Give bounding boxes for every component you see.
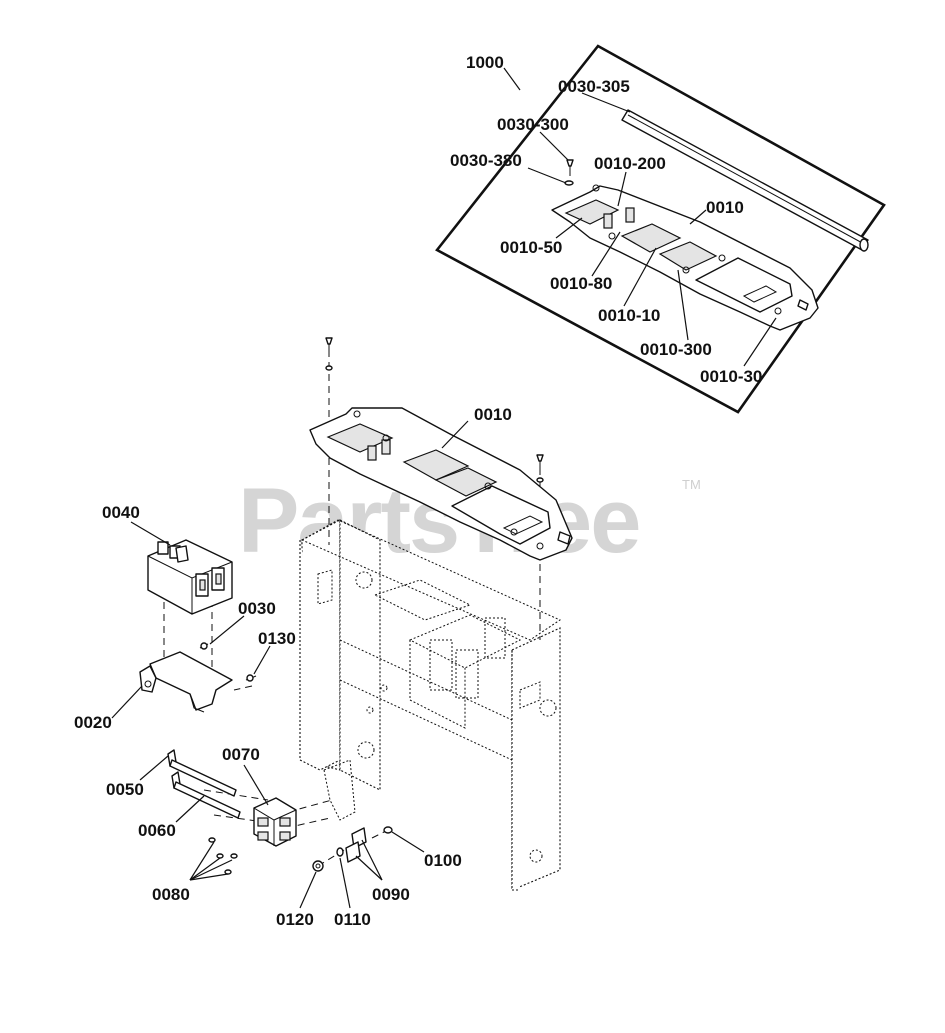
watermark-trademark: TM — [682, 477, 701, 492]
inset-plate[interactable] — [551, 184, 819, 331]
control-panel-plate[interactable] — [309, 407, 573, 561]
callout-1000[interactable]: 1000 — [466, 53, 504, 72]
breaker-bracket[interactable] — [139, 651, 233, 713]
callout-0050[interactable]: 0050 — [106, 780, 144, 799]
nut-0120[interactable] — [312, 860, 324, 872]
inset-callouts: 1000 0030-305 0030-300 0030-380 0010-200… — [450, 53, 762, 386]
callout-inset-0010[interactable]: 0010 — [706, 198, 744, 217]
screw-0130[interactable] — [245, 674, 257, 682]
callout-0010-80[interactable]: 0010-80 — [550, 274, 612, 293]
inset-box — [435, 44, 886, 414]
screw-0100[interactable] — [383, 826, 393, 834]
callout-0030-300[interactable]: 0030-300 — [497, 115, 569, 134]
inset-leaders — [503, 67, 777, 367]
callout-0120[interactable]: 0120 — [276, 910, 314, 929]
callout-0010-300[interactable]: 0010-300 — [640, 340, 712, 359]
screw-top-left[interactable] — [325, 337, 333, 371]
callout-0090[interactable]: 0090 — [372, 885, 410, 904]
callout-0010-10[interactable]: 0010-10 — [598, 306, 660, 325]
callout-0030-380[interactable]: 0030-380 — [450, 151, 522, 170]
leader-lines — [111, 420, 469, 909]
callout-0010-200[interactable]: 0010-200 — [594, 154, 666, 173]
terminal-block[interactable] — [253, 797, 297, 847]
frame-reference — [299, 519, 562, 891]
terminal-pin-0060[interactable] — [171, 771, 241, 819]
callout-0010-30[interactable]: 0010-30 — [700, 367, 762, 386]
terminal-pin-0050[interactable] — [167, 749, 237, 797]
callout-0070[interactable]: 0070 — [222, 745, 260, 764]
screw-top-right[interactable] — [536, 454, 544, 483]
callout-0020[interactable]: 0020 — [74, 713, 112, 732]
inset-rod[interactable] — [621, 109, 869, 252]
callout-0100[interactable]: 0100 — [424, 851, 462, 870]
main-callouts: 0010 0040 0030 0130 0020 0070 0050 0060 … — [74, 405, 512, 929]
callout-0030-305[interactable]: 0030-305 — [558, 77, 630, 96]
circuit-breaker[interactable] — [147, 539, 233, 615]
screw-0030[interactable] — [199, 642, 209, 650]
callout-0010[interactable]: 0010 — [474, 405, 512, 424]
connector-0090[interactable] — [345, 827, 367, 863]
callout-0040[interactable]: 0040 — [102, 503, 140, 522]
callout-0060[interactable]: 0060 — [138, 821, 176, 840]
callout-0030[interactable]: 0030 — [238, 599, 276, 618]
washer-0110[interactable] — [336, 847, 344, 857]
callout-0110[interactable]: 0110 — [334, 910, 371, 929]
callout-0080[interactable]: 0080 — [152, 885, 190, 904]
callout-0130[interactable]: 0130 — [258, 629, 296, 648]
callout-0010-50[interactable]: 0010-50 — [500, 238, 562, 257]
